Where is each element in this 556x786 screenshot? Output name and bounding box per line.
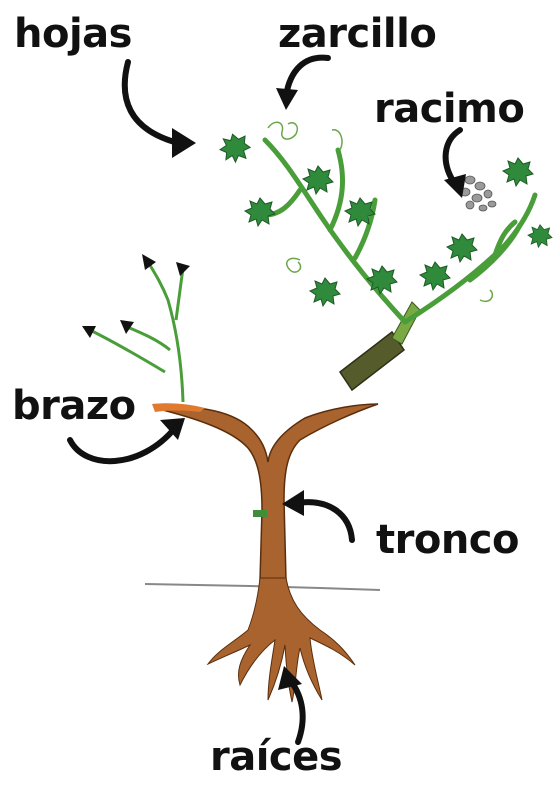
graft-band	[253, 510, 267, 517]
trunk	[155, 404, 378, 580]
brazo-arrow	[70, 428, 175, 461]
label-raices: raíces	[210, 737, 342, 777]
hojas-arrow	[125, 62, 178, 143]
label-tronco: tronco	[376, 520, 519, 560]
shoot-arrows	[90, 262, 183, 402]
vine-leaves	[218, 132, 552, 306]
label-hojas: hojas	[14, 14, 132, 54]
grape-cluster	[460, 176, 496, 211]
vine-cutting	[340, 302, 420, 390]
racimo-arrow	[446, 130, 460, 184]
vine-stems	[265, 140, 535, 322]
label-racimo: racimo	[374, 89, 524, 129]
label-brazo: brazo	[12, 386, 136, 426]
tronco-arrow	[296, 502, 352, 540]
label-zarcillo: zarcillo	[278, 14, 436, 54]
